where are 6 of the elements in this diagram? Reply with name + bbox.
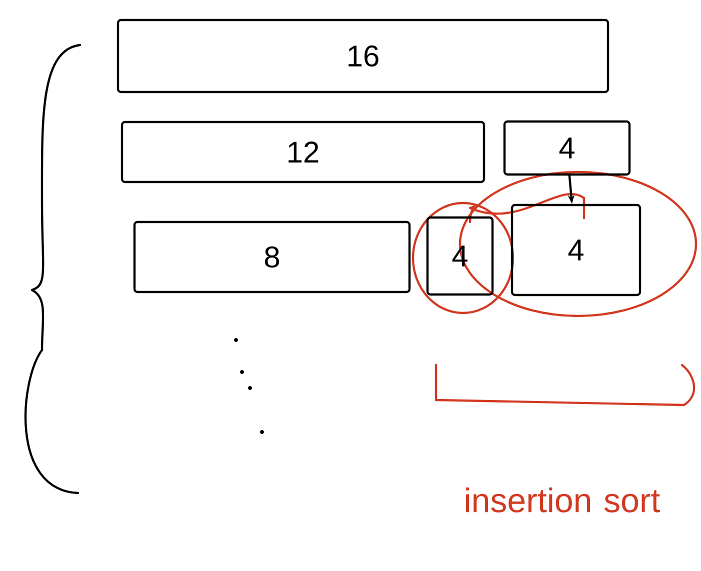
note-text: insertion sort [466, 488, 660, 512]
array-box: 12 [120, 120, 486, 184]
array-box: 4 [503, 120, 631, 176]
array-box: 8 [133, 220, 411, 294]
array-box: 16 [116, 18, 610, 94]
array-box: 4 [510, 204, 642, 296]
